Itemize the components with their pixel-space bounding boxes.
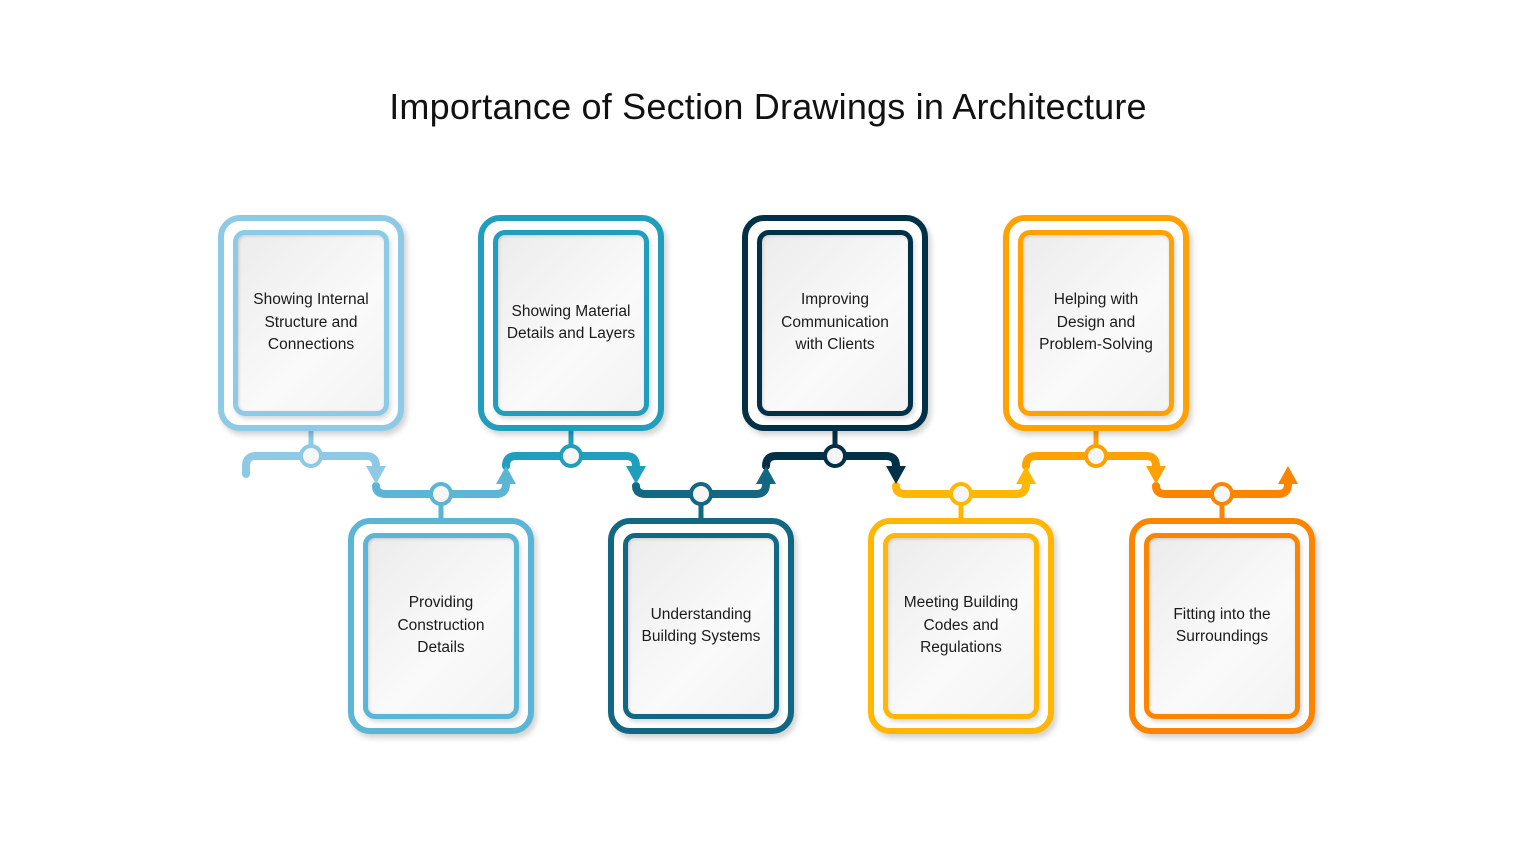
node-circle-icon — [689, 482, 713, 506]
step-card-4: Understanding Building Systems — [608, 518, 794, 734]
step-label: Showing Material Details and Layers — [506, 302, 636, 343]
step-card-7: Helping with Design and Problem-Solving — [1003, 215, 1189, 431]
node-circle-icon — [1210, 482, 1234, 506]
node-circle-icon — [429, 482, 453, 506]
node-circle-icon — [823, 444, 847, 468]
step-card-2: Providing Construction Details — [348, 518, 534, 734]
step-label: Helping with Design and Problem-Solving — [1039, 291, 1153, 354]
node-circle-icon — [949, 482, 973, 506]
arrow-down-icon — [886, 466, 906, 484]
step-label: Meeting Building Codes and Regulations — [903, 594, 1019, 657]
node-circle-icon — [559, 444, 583, 468]
arrow-up-icon — [756, 466, 776, 484]
node-circle-icon — [299, 444, 323, 468]
step-label: Showing Internal Structure and Connectio… — [253, 291, 369, 354]
step-card-1: Showing Internal Structure and Connectio… — [218, 215, 404, 431]
step-label: Fitting into the Surroundings — [1173, 605, 1271, 646]
step-label: Understanding Building Systems — [641, 605, 761, 646]
step-card-8: Fitting into the Surroundings — [1129, 518, 1315, 734]
arrow-up-icon — [1278, 466, 1298, 484]
arrow-down-icon — [366, 466, 386, 484]
step-card-6: Meeting Building Codes and Regulations — [868, 518, 1054, 734]
node-circle-icon — [1084, 444, 1108, 468]
arrow-down-icon — [626, 466, 646, 484]
arrow-up-icon — [1016, 466, 1036, 484]
step-card-3: Showing Material Details and Layers — [478, 215, 664, 431]
step-label: Providing Construction Details — [397, 594, 485, 657]
diagram-title: Importance of Section Drawings in Archit… — [389, 86, 1147, 127]
step-card-5: Improving Communication with Clients — [742, 215, 928, 431]
arrow-up-icon — [496, 466, 516, 484]
arrow-down-icon — [1146, 466, 1166, 484]
step-label: Improving Communication with Clients — [781, 291, 889, 354]
